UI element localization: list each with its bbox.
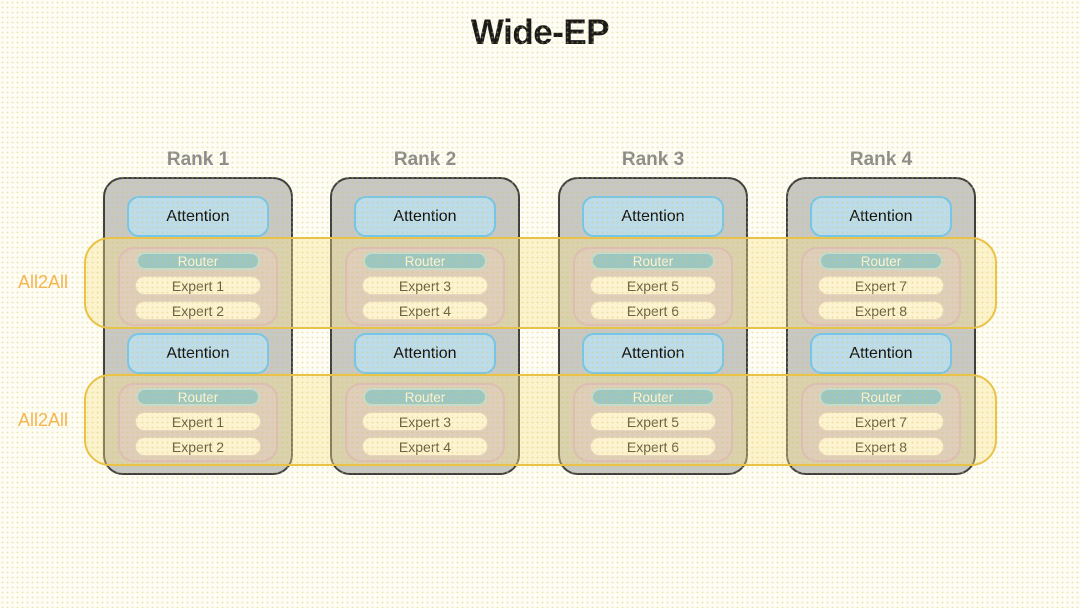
rank-label: Rank 3 — [621, 149, 685, 170]
expert-block: Expert 4 — [362, 301, 488, 320]
all2all-label-bottom: All2All — [17, 410, 69, 430]
attention-block: Attention — [810, 333, 952, 374]
attention-block: Attention — [127, 196, 269, 237]
rank-panel-3: Rank 3 Attention Router Expert 5 Expert … — [558, 148, 748, 475]
attention-block: Attention — [354, 333, 496, 374]
rank-label: Rank 4 — [849, 149, 913, 170]
moe-group: Router Expert 1 Expert 2 — [118, 247, 278, 326]
moe-group: Router Expert 3 Expert 4 — [345, 247, 505, 326]
rank-label: Rank 2 — [393, 149, 457, 170]
rank-label: Rank 1 — [166, 149, 230, 170]
attention-block: Attention — [582, 196, 724, 237]
router-block: Router — [136, 388, 260, 406]
moe-group: Router Expert 5 Expert 6 — [573, 247, 733, 326]
moe-group: Router Expert 5 Expert 6 — [573, 383, 733, 462]
moe-group: Router Expert 7 Expert 8 — [801, 247, 961, 326]
moe-group: Router Expert 1 Expert 2 — [118, 383, 278, 462]
expert-block: Expert 2 — [135, 437, 261, 456]
expert-block: Expert 4 — [362, 437, 488, 456]
moe-group: Router Expert 3 Expert 4 — [345, 383, 505, 462]
expert-block: Expert 1 — [135, 276, 261, 295]
all2all-label-top: All2All — [17, 272, 69, 292]
expert-block: Expert 2 — [135, 301, 261, 320]
rank-panel-1: Rank 1 Attention Router Expert 1 Expert … — [103, 148, 293, 475]
router-block: Router — [363, 388, 487, 406]
expert-block: Expert 3 — [362, 276, 488, 295]
rank-body: Attention Router Expert 1 Expert 2 Atten… — [103, 177, 293, 475]
rank-body: Attention Router Expert 7 Expert 8 Atten… — [786, 177, 976, 475]
rank-body: Attention Router Expert 5 Expert 6 Atten… — [558, 177, 748, 475]
page-title: Wide-EP — [470, 13, 610, 52]
rank-panel-2: Rank 2 Attention Router Expert 3 Expert … — [330, 148, 520, 475]
expert-block: Expert 8 — [818, 437, 944, 456]
router-block: Router — [363, 252, 487, 270]
expert-block: Expert 8 — [818, 301, 944, 320]
rank-body: Attention Router Expert 3 Expert 4 Atten… — [330, 177, 520, 475]
router-block: Router — [591, 388, 715, 406]
expert-block: Expert 1 — [135, 412, 261, 431]
attention-block: Attention — [582, 333, 724, 374]
router-block: Router — [591, 252, 715, 270]
expert-block: Expert 5 — [590, 276, 716, 295]
router-block: Router — [819, 388, 943, 406]
attention-block: Attention — [354, 196, 496, 237]
expert-block: Expert 3 — [362, 412, 488, 431]
rank-panel-4: Rank 4 Attention Router Expert 7 Expert … — [786, 148, 976, 475]
expert-block: Expert 7 — [818, 412, 944, 431]
attention-block: Attention — [810, 196, 952, 237]
router-block: Router — [819, 252, 943, 270]
expert-block: Expert 5 — [590, 412, 716, 431]
expert-block: Expert 6 — [590, 437, 716, 456]
attention-block: Attention — [127, 333, 269, 374]
expert-block: Expert 7 — [818, 276, 944, 295]
router-block: Router — [136, 252, 260, 270]
moe-group: Router Expert 7 Expert 8 — [801, 383, 961, 462]
expert-block: Expert 6 — [590, 301, 716, 320]
